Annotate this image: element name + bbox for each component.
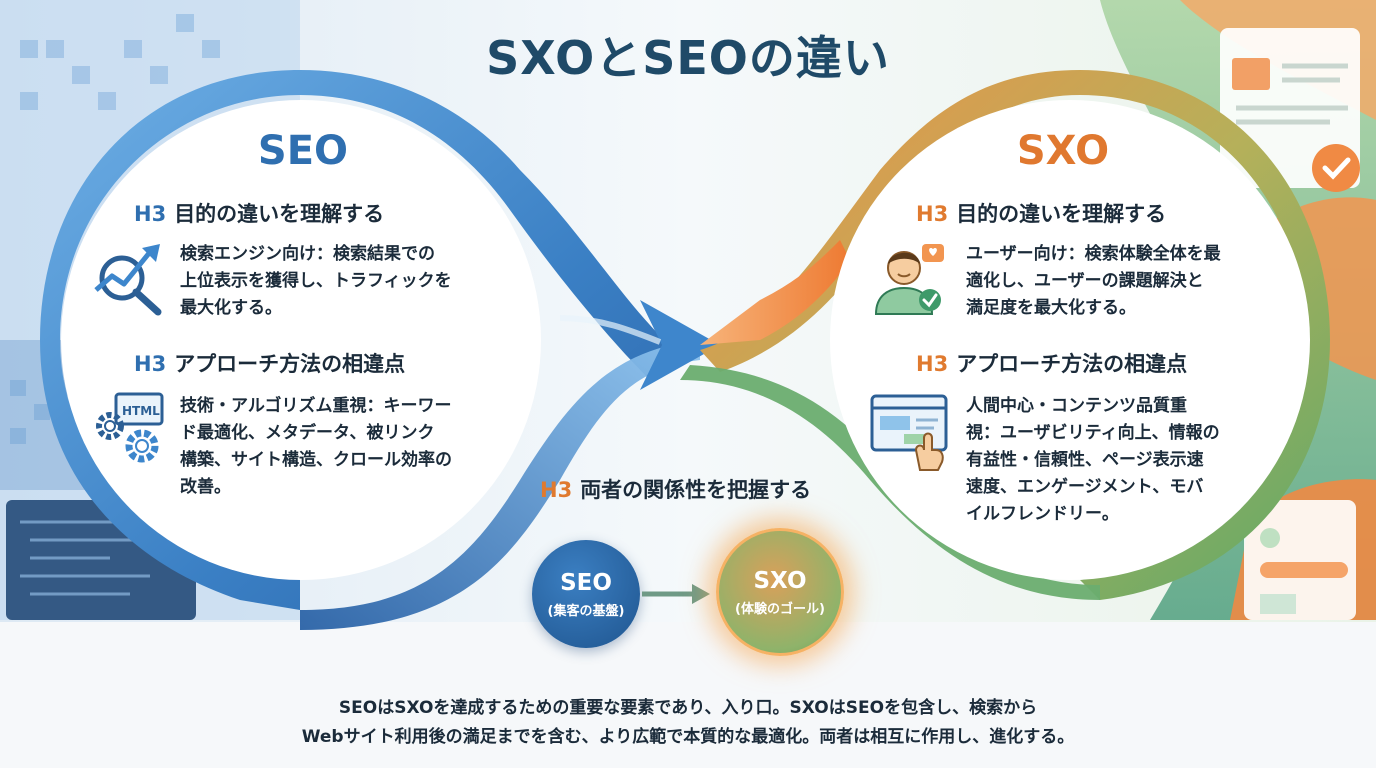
sxo-approach-line: 有益性・信頼性、ページ表示速 <box>966 450 1204 470</box>
sxo-approach-heading: H3 アプローチ方法の相違点 <box>916 348 1187 378</box>
sxo-approach-line: イルフレンドリー。 <box>966 504 1119 524</box>
seo-purpose-line: 最大化する。 <box>180 298 282 318</box>
seo-purpose-tag: H3 <box>134 202 167 226</box>
seo-purpose-heading-text: 目的の違いを理解する <box>174 202 385 226</box>
footer-line: Webサイト利用後の満足までを含む、より広範で本質的な最適化。両者は相互に作用し… <box>301 727 1075 747</box>
sxo-approach-line: 視：ユーザビリティ向上、情報の <box>966 423 1220 443</box>
sxo-approach-line: 人間中心・コンテンツ品質重 <box>966 396 1187 416</box>
relation-heading-text: 両者の関係性を把握する <box>580 478 812 502</box>
sxo-node: SXO (体験のゴール) <box>716 528 844 656</box>
seo-approach-line: 技術・アルゴリズム重視：キーワー <box>180 396 452 416</box>
seo-approach-line: 改善。 <box>180 477 231 497</box>
sxo-purpose-line: 適化し、ユーザーの課題解決と <box>966 271 1204 291</box>
seo-purpose-line: 上位表示を獲得し、トラフィックを <box>180 271 452 291</box>
relation-heading: H3 両者の関係性を把握する <box>540 474 811 504</box>
page-title: SXOとSEOの違い <box>486 31 890 85</box>
html-icon-label: HTML <box>122 404 160 418</box>
seo-approach-heading-text: アプローチ方法の相違点 <box>174 352 406 376</box>
seo-node-label: SEO <box>560 569 612 596</box>
seo-approach-line: 構築、サイト構造、クロール効率の <box>180 450 452 470</box>
seo-purpose-text: 検索エンジン向け：検索結果での 上位表示を獲得し、トラフィックを 最大化する。 <box>180 241 452 322</box>
seo-approach-line: ド最適化、メタデータ、被リンク <box>180 423 435 443</box>
chart-magnifier-icon <box>94 244 162 316</box>
sxo-panel-title: SXO <box>1016 128 1110 174</box>
sxo-purpose-line: ユーザー向け：検索体験全体を最 <box>966 244 1221 264</box>
sxo-purpose-text: ユーザー向け：検索体験全体を最 適化し、ユーザーの課題解決と 満足度を最大化する… <box>966 241 1221 322</box>
footer-text: SEOはSXOを達成するための重要な要素であり、入り口。SXOはSEOを包含し、… <box>0 694 1376 752</box>
footer-line: SEOはSXOを達成するための重要な要素であり、入り口。SXOはSEOを包含し、… <box>338 698 1038 718</box>
seo-purpose-line: 検索エンジン向け：検索結果での <box>180 244 435 264</box>
sxo-purpose-line: 満足度を最大化する。 <box>966 298 1136 318</box>
sxo-approach-text: 人間中心・コンテンツ品質重 視：ユーザビリティ向上、情報の 有益性・信頼性、ペー… <box>966 393 1220 528</box>
seo-approach-heading: H3 アプローチ方法の相違点 <box>134 348 405 378</box>
arrow-right-icon <box>642 584 710 604</box>
sxo-approach-line: 速度、エンゲージメント、モバ <box>966 477 1204 497</box>
sxo-purpose-heading: H3 目的の違いを理解する <box>916 198 1166 228</box>
html-gears-icon: HTML <box>96 392 164 463</box>
sxo-purpose-tag: H3 <box>916 202 949 226</box>
seo-panel-title: SEO <box>257 128 349 174</box>
seo-approach-text: 技術・アルゴリズム重視：キーワー ド最適化、メタデータ、被リンク 構築、サイト構… <box>180 393 452 501</box>
sxo-approach-tag: H3 <box>916 352 949 376</box>
sxo-approach-heading-text: アプローチ方法の相違点 <box>956 352 1188 376</box>
seo-approach-tag: H3 <box>134 352 167 376</box>
browser-hand-icon <box>870 394 948 471</box>
sxo-node-label: SXO <box>753 567 807 594</box>
user-check-icon <box>874 244 944 315</box>
sxo-node-sub: (体験のゴール) <box>735 601 825 617</box>
seo-purpose-heading: H3 目的の違いを理解する <box>134 198 384 228</box>
sxo-purpose-heading-text: 目的の違いを理解する <box>956 202 1167 226</box>
relation-tag: H3 <box>540 478 573 502</box>
seo-node: SEO (集客の基盤) <box>532 540 640 648</box>
seo-node-sub: (集客の基盤) <box>547 603 625 619</box>
